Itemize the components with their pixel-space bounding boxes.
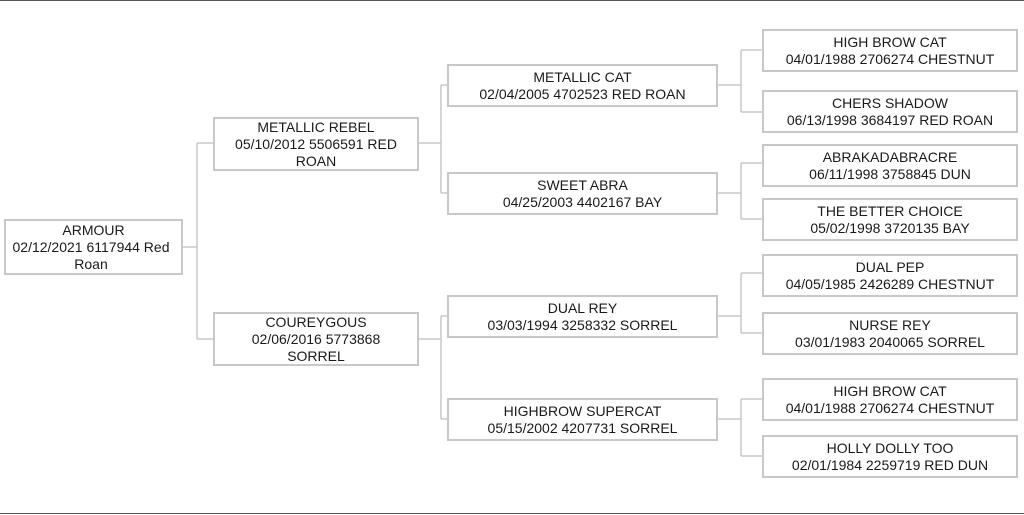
- ds-dam-name: NURSE REY: [849, 316, 931, 333]
- sire-name: METALLIC REBEL: [257, 118, 375, 135]
- dam-sire-info: 03/03/1994 3258332 SORREL: [487, 316, 678, 333]
- sd-sire-name: ABRAKADABRACRE: [822, 148, 958, 165]
- ds-dam-box: NURSE REY 03/01/1983 2040065 SORREL: [762, 312, 1018, 355]
- sire-info: 05/10/2012 5506591 RED ROAN: [235, 135, 397, 169]
- dd-sire-box: HIGH BROW CAT 04/01/1988 2706274 CHESTNU…: [762, 378, 1018, 421]
- ds-sire-info: 04/05/1985 2426289 CHESTNUT: [785, 275, 995, 292]
- ds-dam-info: 03/01/1983 2040065 SORREL: [795, 333, 985, 350]
- subject-horse-box: ARMOUR 02/12/2021 6117944 Red Roan: [4, 219, 183, 275]
- top-rule: [0, 0, 1024, 1]
- dam-sire-box: DUAL REY 03/03/1994 3258332 SORREL: [447, 295, 718, 338]
- dd-dam-info: 02/01/1984 2259719 RED DUN: [791, 456, 989, 473]
- sire-sire-info: 02/04/2005 4702523 RED ROAN: [479, 85, 686, 102]
- sd-dam-box: THE BETTER CHOICE 05/02/1998 3720135 BAY: [762, 198, 1018, 241]
- sd-dam-name: THE BETTER CHOICE: [817, 202, 963, 219]
- sd-dam-info: 05/02/1998 3720135 BAY: [810, 219, 970, 236]
- ss-sire-name: HIGH BROW CAT: [833, 33, 947, 50]
- subject-horse-name: ARMOUR: [62, 221, 125, 238]
- dam-info: 02/06/2016 5773868 SORREL: [251, 330, 381, 364]
- sd-sire-info: 06/11/1998 3758845 DUN: [809, 165, 971, 182]
- sire-dam-box: SWEET ABRA 04/25/2003 4402167 BAY: [447, 172, 718, 215]
- bottom-rule: [0, 513, 1024, 514]
- dam-dam-info: 05/15/2002 4207731 SORREL: [487, 419, 678, 436]
- dd-dam-name: HOLLY DOLLY TOO: [826, 439, 954, 456]
- dd-dam-box: HOLLY DOLLY TOO 02/01/1984 2259719 RED D…: [762, 435, 1018, 478]
- sire-box: METALLIC REBEL 05/10/2012 5506591 RED RO…: [213, 117, 419, 171]
- dam-sire-name: DUAL REY: [547, 299, 618, 316]
- ss-dam-name: CHERS SHADOW: [832, 94, 948, 111]
- subject-horse-info: 02/12/2021 6117944 Red Roan: [12, 238, 170, 272]
- dd-sire-info: 04/01/1988 2706274 CHESTNUT: [785, 399, 995, 416]
- dam-dam-name: HIGHBROW SUPERCAT: [503, 402, 662, 419]
- sd-sire-box: ABRAKADABRACRE 06/11/1998 3758845 DUN: [762, 144, 1018, 187]
- sire-dam-info: 04/25/2003 4402167 BAY: [502, 193, 663, 210]
- ss-sire-info: 04/01/1988 2706274 CHESTNUT: [785, 50, 995, 67]
- sire-sire-name: METALLIC CAT: [533, 68, 632, 85]
- ss-sire-box: HIGH BROW CAT 04/01/1988 2706274 CHESTNU…: [762, 29, 1018, 72]
- sire-sire-box: METALLIC CAT 02/04/2005 4702523 RED ROAN: [447, 64, 718, 107]
- ss-dam-info: 06/13/1998 3684197 RED ROAN: [786, 111, 994, 128]
- ss-dam-box: CHERS SHADOW 06/13/1998 3684197 RED ROAN: [762, 90, 1018, 133]
- ds-sire-name: DUAL PEP: [855, 258, 925, 275]
- dam-name: COUREYGOUS: [265, 313, 367, 330]
- ds-sire-box: DUAL PEP 04/05/1985 2426289 CHESTNUT: [762, 254, 1018, 297]
- dam-dam-box: HIGHBROW SUPERCAT 05/15/2002 4207731 SOR…: [447, 398, 718, 441]
- dam-box: COUREYGOUS 02/06/2016 5773868 SORREL: [213, 312, 419, 366]
- sire-dam-name: SWEET ABRA: [537, 176, 628, 193]
- dd-sire-name: HIGH BROW CAT: [833, 382, 947, 399]
